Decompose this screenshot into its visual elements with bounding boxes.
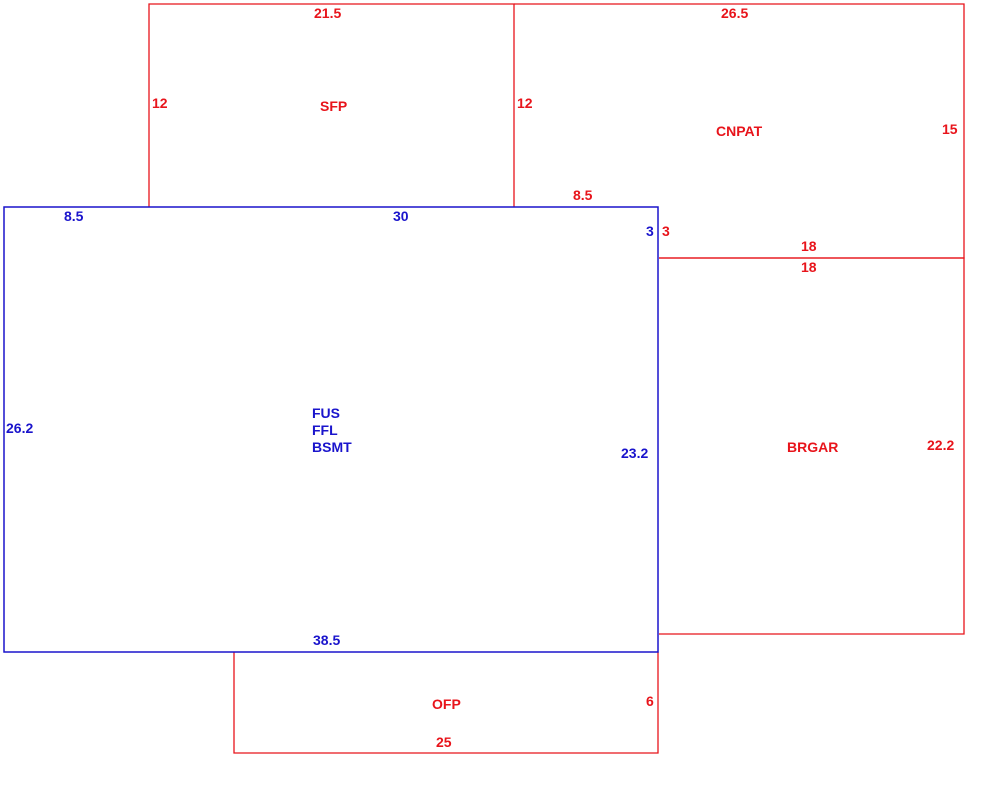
main-dim-top-left: 8.5 <box>64 208 84 224</box>
cnpat-dim-right: 15 <box>942 121 958 137</box>
brgar-outline <box>659 257 965 635</box>
main-dim-bottom: 38.5 <box>313 632 340 648</box>
ofp-outline <box>233 652 659 754</box>
main-dim-right: 23.2 <box>621 445 648 461</box>
cnpat-dim-bottom: 18 <box>801 238 817 254</box>
brgar-code-label: BRGAR <box>787 439 838 455</box>
main-dim-step: 3 <box>646 223 654 239</box>
sfp-dim-left: 12 <box>152 95 168 111</box>
main-dim-top: 30 <box>393 208 409 224</box>
brgar-dim-right: 22.2 <box>927 437 954 453</box>
cnpat-area: CNPAT 26.5 15 18 8.5 3 <box>514 3 965 259</box>
main-dim-left: 26.2 <box>6 420 33 436</box>
cnpat-dim-step: 3 <box>662 223 670 239</box>
cnpat-dim-top: 26.5 <box>721 5 748 21</box>
ofp-dim-bottom: 25 <box>436 734 452 750</box>
main-code-fus: FUS <box>312 405 340 421</box>
cnpat-code-label: CNPAT <box>716 123 763 139</box>
ofp-area: OFP 6 25 <box>233 652 659 754</box>
main-code-ffl: FFL <box>312 422 338 438</box>
sfp-dim-top: 21.5 <box>314 5 341 21</box>
ofp-dim-right: 6 <box>646 693 654 709</box>
sfp-code-label: SFP <box>320 98 347 114</box>
sfp-area: SFP 21.5 12 12 <box>148 3 533 207</box>
main-building-outline <box>3 206 659 653</box>
brgar-dim-top: 18 <box>801 259 817 275</box>
main-building-area: FUS FFL BSMT 8.5 30 3 26.2 23.2 38.5 <box>3 206 659 653</box>
main-code-bsmt: BSMT <box>312 439 352 455</box>
cnpat-dim-bottom-left: 8.5 <box>573 187 593 203</box>
brgar-area: BRGAR 18 22.2 <box>659 257 965 635</box>
sfp-dim-right: 12 <box>517 95 533 111</box>
ofp-code-label: OFP <box>432 696 461 712</box>
sfp-outline <box>148 3 515 207</box>
